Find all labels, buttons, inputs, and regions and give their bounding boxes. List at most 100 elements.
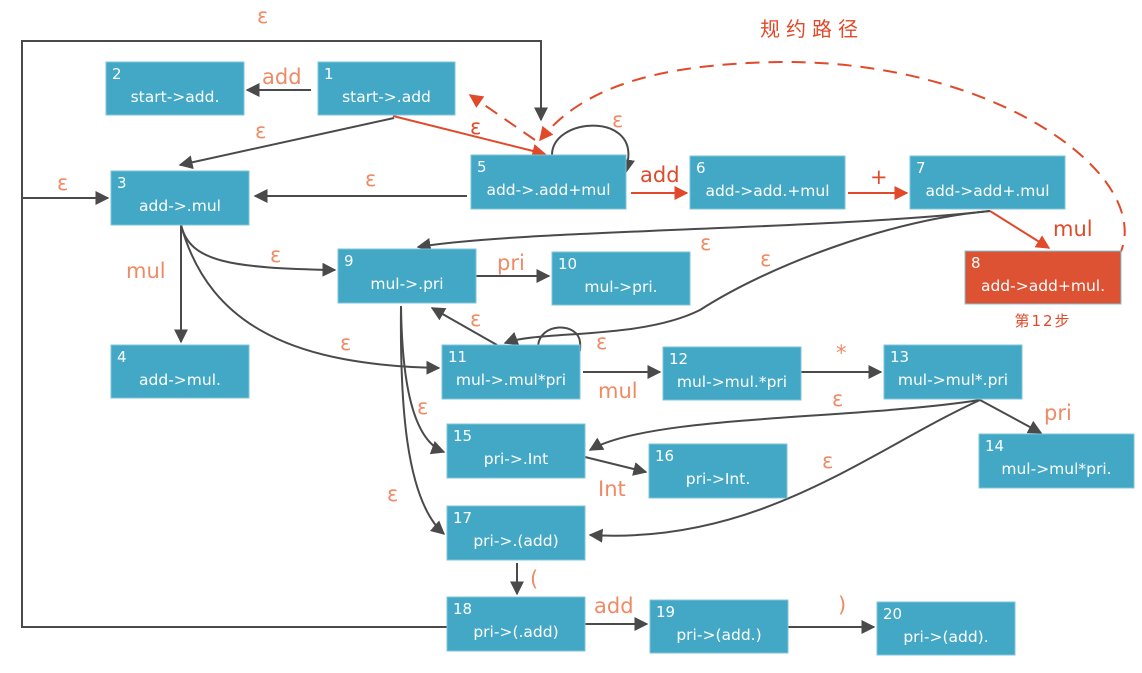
state-box [978,433,1135,489]
diagram-title: 规约路径 [760,17,864,41]
state-id: 13 [890,348,909,366]
state-id: 9 [344,252,354,270]
edge-label-1-3: ε [255,119,266,143]
edge-13-17 [588,399,981,543]
state-item: pri->.(add) [473,532,558,550]
state-box [105,61,245,116]
state-box [110,344,250,399]
state-item: pri->.Int [484,450,549,468]
edge-18-3 [21,191,447,628]
edge-label-1-5: ε [470,115,481,139]
edge-label-3-11: ε [340,331,351,355]
state-box [470,154,627,210]
state-box [662,346,802,401]
edge-label-18-5: ε [257,4,268,28]
edge-label-17-18: ( [530,567,538,591]
state-item: mul->mul.*pri [677,373,787,391]
state-id: 11 [448,348,467,366]
state-box [876,601,1016,656]
edges-layer [21,40,1126,634]
edge-label-6-7: + [870,165,888,189]
edge-label-9-10: pri [497,251,525,275]
state-id: 14 [985,437,1004,455]
edge-label-18-19: add [594,594,634,618]
state-id: 19 [656,603,675,621]
edge-label-5-6: add [640,163,680,187]
state-node-11: 11 mul->.mul*pri [441,344,581,400]
state-id: 7 [916,159,926,177]
edge-label-11-12: mul [598,379,638,403]
state-item: add->add.+mul [705,182,829,200]
edge-7-11 [503,210,991,346]
edge-1-5 [392,115,547,158]
state-box [689,155,846,210]
state-box [446,596,586,652]
edge-label-5-5: ε [612,108,623,132]
edge-3-9 [180,224,337,277]
edge-label-11-11: ε [596,330,607,354]
edge-label-3-9: ε [270,243,281,267]
state-item: mul->.mul*pri [456,371,566,389]
state-box [337,248,477,304]
state-item: pri->(.add) [473,623,558,641]
state-id: 15 [453,427,472,445]
state-box [648,443,788,499]
state-item: pri->(add.) [676,626,761,644]
edge-3-11 [180,224,441,375]
state-item: start->.add [342,88,431,106]
state-id: 2 [112,65,122,83]
state-id: 16 [655,447,674,465]
state-item: mul->.pri [370,275,443,293]
edge-9-15 [400,305,446,455]
edge-label-9-17: ε [387,482,398,506]
state-id: 6 [696,159,706,177]
edge-label-7-11: ε [760,247,771,271]
edge-label-5-3: ε [365,167,376,191]
state-box [110,170,250,226]
state-id: 4 [117,348,127,366]
state-box [446,423,586,479]
state-box [441,344,581,400]
edge-5-5 [551,124,635,174]
edge-15-16 [584,456,648,476]
edge-label-3-4: mul [126,259,166,283]
edge-18-5 [21,40,548,198]
state-box [446,505,586,561]
state-box [551,251,691,306]
state-node-10: 10 mul->pri. [551,251,691,306]
step-note: 第12步 [1014,312,1071,330]
state-item: mul->pri. [584,278,657,296]
state-id: 18 [453,600,472,618]
edge-5-1 [468,94,536,141]
edge-13-14 [979,399,1043,434]
edge-label-13-15: ε [832,387,843,411]
state-item: mul->mul*.pri [898,371,1008,389]
state-box [964,250,1122,305]
state-id: 10 [558,255,577,273]
edge-label-11-9: ε [470,307,481,331]
edge-label-19-20: ) [838,593,846,617]
edge-7-8 [989,210,1051,249]
edge-label-18-3: ε [57,171,68,195]
edge-1-3 [178,117,395,170]
edge-label-1-2: add [262,65,302,89]
edge-7-9 [416,210,991,252]
state-box [317,61,456,116]
state-id: 17 [453,509,472,527]
state-box [883,344,1023,400]
state-box [649,599,789,654]
state-node-6: 6 add->add.+mul [689,155,846,210]
